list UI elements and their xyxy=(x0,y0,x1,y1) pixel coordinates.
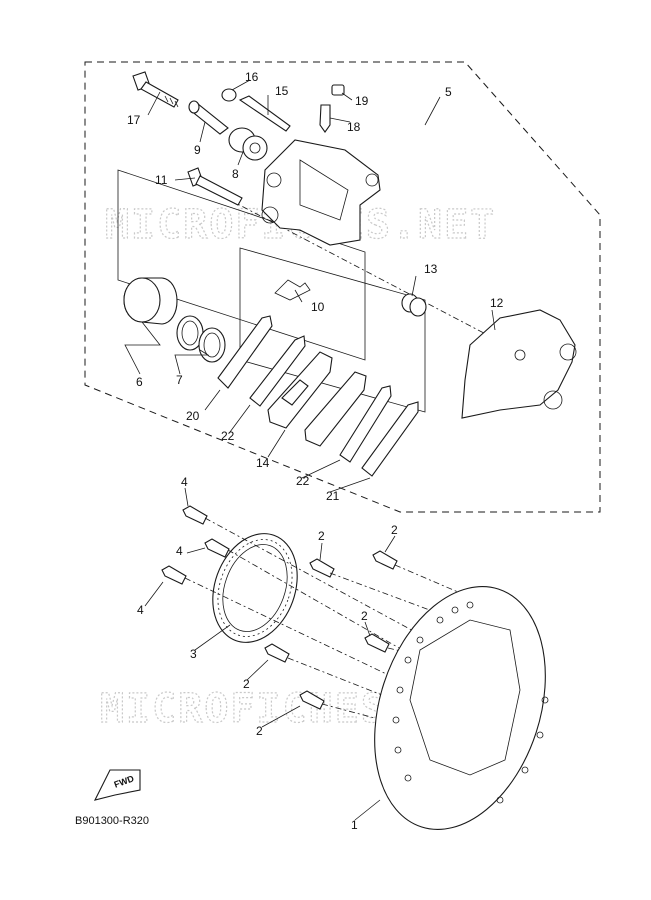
caliper-assembly-boundary xyxy=(84,61,601,513)
fwd-arrow-icon: FWD xyxy=(93,769,141,801)
caliper-body-part xyxy=(261,139,381,246)
bleeder-18-part xyxy=(319,104,331,133)
callout-20: 20 xyxy=(186,409,200,423)
bushing-13-part xyxy=(401,293,427,317)
callout-11: 11 xyxy=(155,173,168,187)
pads-14-part xyxy=(267,351,367,447)
callout-22b: 22 xyxy=(296,474,310,488)
callout-7: 7 xyxy=(176,373,183,387)
shim-22-upper-part xyxy=(249,335,306,407)
callout-5: 5 xyxy=(445,85,452,99)
bolt-11-part xyxy=(187,167,243,206)
pad-clip-10-part xyxy=(274,279,311,301)
bracket-12-part xyxy=(461,309,577,419)
callout-2e: 2 xyxy=(256,724,263,738)
callout-4c: 4 xyxy=(137,603,144,617)
callout-10: 10 xyxy=(311,300,325,314)
bolts-4-parts xyxy=(161,505,230,585)
callout-18: 18 xyxy=(347,120,361,134)
bolt-17-part xyxy=(132,71,179,108)
diagram-code: B901300-R320 xyxy=(75,815,149,827)
axis-line xyxy=(229,199,521,353)
callout-16: 16 xyxy=(245,70,259,84)
boot-8-part xyxy=(228,127,268,161)
shim-21-part xyxy=(361,401,419,477)
callout-17: 17 xyxy=(127,113,141,127)
callout-2c: 2 xyxy=(361,609,368,623)
callout-6: 6 xyxy=(136,375,143,389)
cap-19-part xyxy=(331,84,345,96)
callout-1: 1 xyxy=(351,818,358,832)
sensor-rotor-3-part xyxy=(212,533,298,643)
callout-9: 9 xyxy=(194,143,201,157)
callout-15: 15 xyxy=(275,84,289,98)
piston-6-part xyxy=(123,277,178,325)
shim-20-part xyxy=(217,315,273,389)
callout-14: 14 xyxy=(256,456,270,470)
nut-16-part xyxy=(221,88,237,102)
callout-19: 19 xyxy=(355,94,369,108)
callout-13: 13 xyxy=(424,262,438,276)
bolt-axis-lines xyxy=(184,517,501,731)
brake-disc-1-part xyxy=(374,586,549,830)
callout-4a: 4 xyxy=(181,475,188,489)
callout-2d: 2 xyxy=(243,677,250,691)
bolts-2-parts xyxy=(264,550,398,710)
pad-group-box xyxy=(239,247,426,413)
callout-12: 12 xyxy=(490,296,504,310)
callout-3: 3 xyxy=(190,647,197,661)
pin-15-part xyxy=(238,95,291,132)
callout-2b: 2 xyxy=(318,529,325,543)
shim-22-lower-part xyxy=(339,385,392,463)
callout-8: 8 xyxy=(232,167,239,181)
callout-4b: 4 xyxy=(176,544,183,558)
callout-21: 21 xyxy=(326,489,340,503)
callout-2a: 2 xyxy=(391,523,398,537)
leader-lines xyxy=(124,79,496,821)
callout-22a: 22 xyxy=(221,429,235,443)
